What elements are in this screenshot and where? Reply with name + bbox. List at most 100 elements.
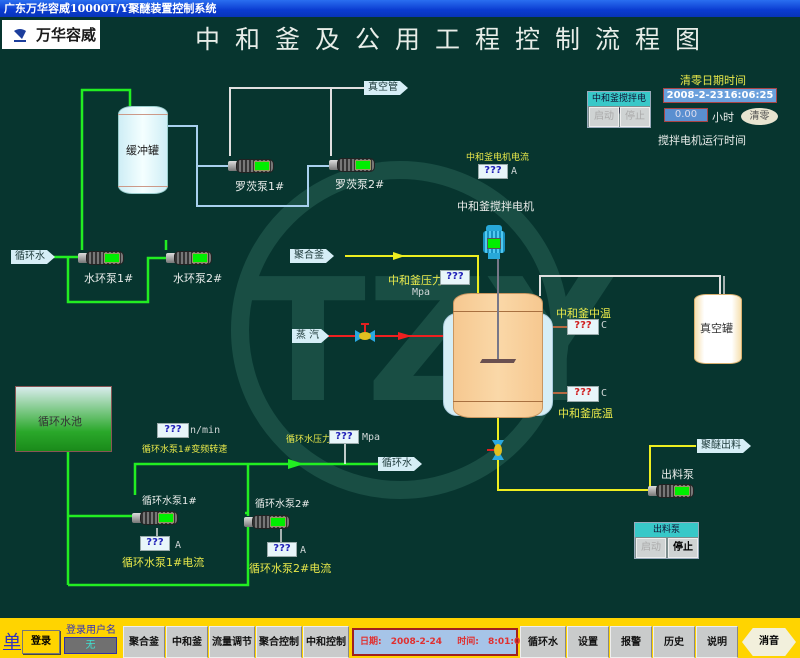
roots-pump-1[interactable] [228,158,276,174]
tag-vacuum-pipe[interactable]: 真空管 [364,81,408,95]
mixer-motor-panel-title: 中和釜搅拌电机 [588,92,650,118]
pressure-label: 中和釜压力 [388,274,443,287]
mixer-motor-panel: 中和釜搅拌电机 启动 停止 [587,91,651,128]
pump1-current-label: 循环水泵1#电流 [122,556,205,569]
datetime-display: 日期: 2008-2-24 时间: 8:01:08 [352,628,526,656]
vfd-speed-unit: n/min [190,425,221,436]
user-label: 登录用户名 [66,625,116,636]
discharge-stop-button[interactable]: 停止 [668,538,698,558]
agitator-shaft [497,253,499,363]
roots-pump-2-label: 罗茨泵2# [335,178,385,191]
circ-pressure-label: 循环水压力 [286,435,332,445]
vacuum-tank[interactable]: 真空罐 [694,294,742,364]
bottom-temp-label: 中和釜底温 [558,407,613,420]
tag-steam[interactable]: 蒸 汽 [292,329,329,343]
window-titlebar: 广东万华容威10000T/Y聚醚装置控制系统 [0,0,800,17]
motor-current-unit: A [511,166,518,177]
circ-pump-2[interactable] [244,514,292,530]
pressure-value: ??? [440,270,470,285]
agitator-blade-icon [479,359,517,363]
neutralization-kettle[interactable] [443,253,553,418]
runtime-value: 0.00 [664,108,708,122]
buffer-tank-label: 缓冲罐 [126,144,159,157]
nav-polymer-control[interactable]: 聚合控制 [256,626,302,658]
nav-alarms[interactable]: 报警 [610,626,652,658]
pump-status-led [674,486,690,496]
tag-polyether-out[interactable]: 聚醚出料 [697,439,751,453]
roots-pump-2[interactable] [329,157,377,173]
date-label: 日期: [360,637,382,647]
bottom-temp-value: ??? [567,386,599,402]
nav-circ-water[interactable]: 循环水 [520,626,566,658]
pump2-current-value: ??? [267,542,297,557]
login-button[interactable]: 登录 [22,630,60,654]
circ-pump-2-label: 循环水泵2# [255,499,310,510]
circ-pump-1[interactable] [132,510,180,526]
logo-icon [12,27,28,43]
pump-status-led [104,253,120,263]
circ-water-pool-label: 循环水池 [38,415,82,428]
page-title: 中和釜及公用工程控制流程图 [195,25,716,54]
vfd-speed-value: ??? [157,423,189,438]
pump-status-led [355,160,371,170]
water-ring-pump-2-label: 水环泵2# [173,272,223,285]
nav-neutral-kettle[interactable]: 中和釜 [166,626,208,658]
discharge-pump-panel-title: 出料泵 [635,523,698,537]
circ-pump-1-label: 循环水泵1# [142,496,197,507]
menu-icon[interactable]: 单 [3,632,21,653]
company-logo: 万华容威 [2,20,100,49]
steam-valve [355,323,375,342]
reset-button[interactable]: 清零 [741,108,778,125]
time-label: 时间: [457,637,479,647]
vfd-speed-label: 循环水泵1#变频转速 [142,445,228,455]
pump1-current-value: ??? [140,536,170,551]
date-value: 2008-2-24 [390,637,443,647]
tag-circ-water-in[interactable]: 循环水 [11,250,55,264]
pump-status-led [270,517,286,527]
water-ring-pump-1-label: 水环泵1# [84,272,134,285]
discharge-pump[interactable] [648,483,696,499]
discharge-pump-panel: 出料泵 启动 停止 [634,522,699,559]
mid-temp-unit: C [601,320,608,331]
circ-pressure-value: ??? [329,430,359,444]
mixer-stop-button[interactable]: 停止 [620,107,650,127]
nav-polymer-kettle[interactable]: 聚合釜 [123,626,165,658]
mute-button[interactable]: 消音 [742,628,796,656]
mixer-motor-label: 中和釜搅拌电机 [457,200,534,213]
water-ring-pump-1[interactable] [78,250,126,266]
circ-water-pool[interactable]: 循环水池 [15,386,112,452]
nav-history[interactable]: 历史 [653,626,695,658]
pressure-unit: Mpa [412,287,431,298]
logo-text: 万华容威 [36,26,97,44]
motor-current-label: 中和釜电机电流 [466,153,530,163]
buffer-tank[interactable]: 缓冲罐 [118,106,168,194]
pump-status-led [254,161,270,171]
nav-neutral-control[interactable]: 中和控制 [303,626,349,658]
discharge-pump-label: 出料泵 [661,468,694,481]
roots-pump-1-label: 罗茨泵1# [235,180,285,193]
nav-settings[interactable]: 设置 [567,626,609,658]
nav-flow-control[interactable]: 流量调节 [209,626,255,658]
vacuum-lines [168,125,330,207]
runtime-unit: 小时 [712,111,734,124]
reset-datetime-label: 清零日期时间 [680,74,746,87]
vacuum-tank-label: 真空罐 [700,322,733,335]
mid-temp-label: 中和釜中温 [556,307,611,320]
reset-datetime-value: 2008-2-2316:06:25 [663,88,777,103]
mixer-motor-status-led [487,238,501,249]
pump2-current-unit: A [300,545,307,556]
pump-status-led [192,253,208,263]
water-ring-pump-2[interactable] [166,250,214,266]
mixer-motor[interactable] [483,225,505,259]
tag-polymer-kettle[interactable]: 聚合釜 [290,249,334,263]
tag-circ-water-out[interactable]: 循环水 [378,457,422,471]
time-value: 8:01:08 [487,637,527,647]
pump1-current-unit: A [175,540,182,551]
process-diagram: TZY [48,87,725,587]
bottom-temp-unit: C [601,388,608,399]
nav-help[interactable]: 说明 [696,626,738,658]
mixer-start-button[interactable]: 启动 [589,107,619,127]
mid-temp-value: ??? [567,319,599,335]
discharge-start-button[interactable]: 启动 [636,538,666,558]
